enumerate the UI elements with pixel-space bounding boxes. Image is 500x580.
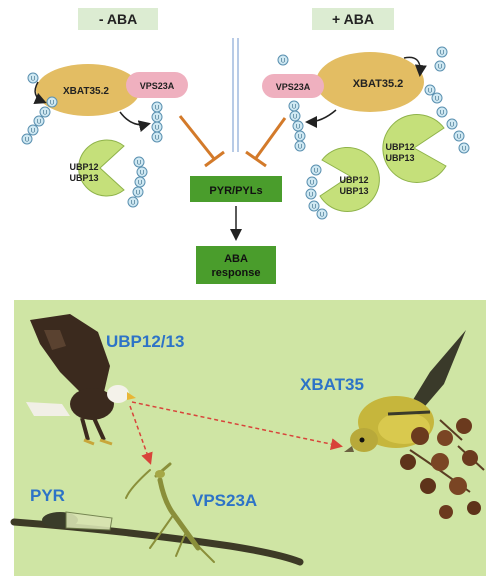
ubiquitin-symbol: U (25, 138, 29, 144)
xbat-protein-left (36, 64, 140, 116)
ubiquitin-symbol: U (155, 116, 159, 122)
ubiquitin-symbol: U (131, 201, 135, 207)
ubiquitin-symbol: U (43, 111, 47, 117)
ubiquitin-symbol: U (292, 105, 296, 111)
xbat-scene-label: XBAT35 (300, 375, 364, 394)
plus-aba-label: + ABA (332, 11, 374, 27)
ubp-right-a-line2: UBP13 (385, 153, 414, 163)
plus-aba-label-bg (312, 8, 394, 30)
ubiquitin-symbol: U (309, 193, 313, 199)
ubiquitin-symbol: U (281, 59, 285, 65)
ubiquitin-symbol: U (312, 205, 316, 211)
ubiquitin-symbol: U (450, 123, 454, 129)
vps-label-left: VPS23A (140, 81, 175, 91)
ubiquitin-symbol: U (136, 191, 140, 197)
vps-protein-right (262, 74, 324, 98)
ubiquitin-symbol: U (320, 213, 324, 219)
arrow-ubp-to-xbat (131, 401, 343, 451)
eagle-image (26, 314, 136, 446)
mantis-image (125, 462, 215, 563)
cicada-image (42, 511, 113, 531)
xbat-protein-right (316, 52, 424, 112)
berries-image (400, 418, 485, 519)
minus-aba-label-bg (78, 8, 158, 30)
ubp-protein-right-b (319, 146, 380, 212)
ubiquitin-symbol: U (37, 120, 41, 126)
ubiquitin-symbol: U (462, 147, 466, 153)
ubiquitin-symbol: U (298, 145, 302, 151)
ubp-right-a-line1: UBP12 (385, 142, 414, 152)
ubp-protein-right-a (382, 114, 447, 183)
ubiquitin-symbol: U (293, 115, 297, 121)
curved-arrow-left-1 (33, 81, 47, 104)
ubiquitin-symbol: U (440, 111, 444, 117)
ubiquitin-symbol: U (155, 136, 159, 142)
ubiquitin-symbol: U (438, 65, 442, 71)
minus-aba-label: - ABA (99, 11, 137, 27)
xbat-label-left: XBAT35.2 (63, 86, 109, 97)
pyr-box (190, 176, 282, 202)
curved-arrow-left-2 (119, 111, 151, 132)
ubiquitin-symbol: U (457, 135, 461, 141)
inhibit-bar-right (245, 150, 267, 168)
ubp-protein-left (78, 139, 125, 197)
ubiquitin-symbol: U (314, 169, 318, 175)
ubiquitin-symbol: U (50, 101, 54, 107)
inhibit-line-right (254, 117, 287, 159)
arrow-ubp-to-vps (129, 405, 153, 465)
pyr-label: PYR/PYLs (209, 185, 262, 197)
xbat-label-right: XBAT35.2 (353, 78, 404, 90)
vps-scene-label: VPS23A (192, 491, 257, 510)
ubiquitin-symbol: U (298, 135, 302, 141)
ubiquitin-symbol: U (440, 51, 444, 57)
ubp-scene-label: UBP12/13 (106, 332, 184, 351)
ubiquitin-symbol: U (296, 125, 300, 131)
bottom-panel: UBP12/13 XBAT35 PYR VPS23A (10, 300, 486, 576)
aba-response-box (196, 246, 276, 284)
aba-response-line2: response (212, 267, 261, 279)
vps-protein-left (126, 72, 188, 98)
ubiquitin-symbol: U (140, 171, 144, 177)
pyr-scene-label: PYR (30, 486, 65, 505)
ubp-right-b-line1: UBP12 (339, 175, 368, 185)
vps-label-right: VPS23A (276, 82, 311, 92)
ubiquitin-symbol: U (155, 106, 159, 112)
aba-response-line1: ABA (224, 253, 248, 265)
ubiquitin-symbol: U (310, 181, 314, 187)
inhibit-bar-left (204, 150, 225, 168)
inhibit-line-left (178, 115, 217, 161)
ubiquitin-symbol: U (31, 129, 35, 135)
ubiquitin-symbol: U (31, 77, 35, 83)
ubp-right-b-line2: UBP13 (339, 186, 368, 196)
ubiquitin-symbol: U (137, 161, 141, 167)
ubp-left-line1: UBP12 (69, 162, 98, 172)
ubiquitin-symbol: U (138, 181, 142, 187)
ubiquitin-symbol: U (155, 126, 159, 132)
ubiquitin-symbol: U (428, 89, 432, 95)
curved-arrow-right-1 (403, 56, 427, 77)
ubp-left-line2: UBP13 (69, 173, 98, 183)
curved-arrow-right-2 (305, 109, 337, 128)
ubiquitin-symbol: U (435, 97, 439, 103)
